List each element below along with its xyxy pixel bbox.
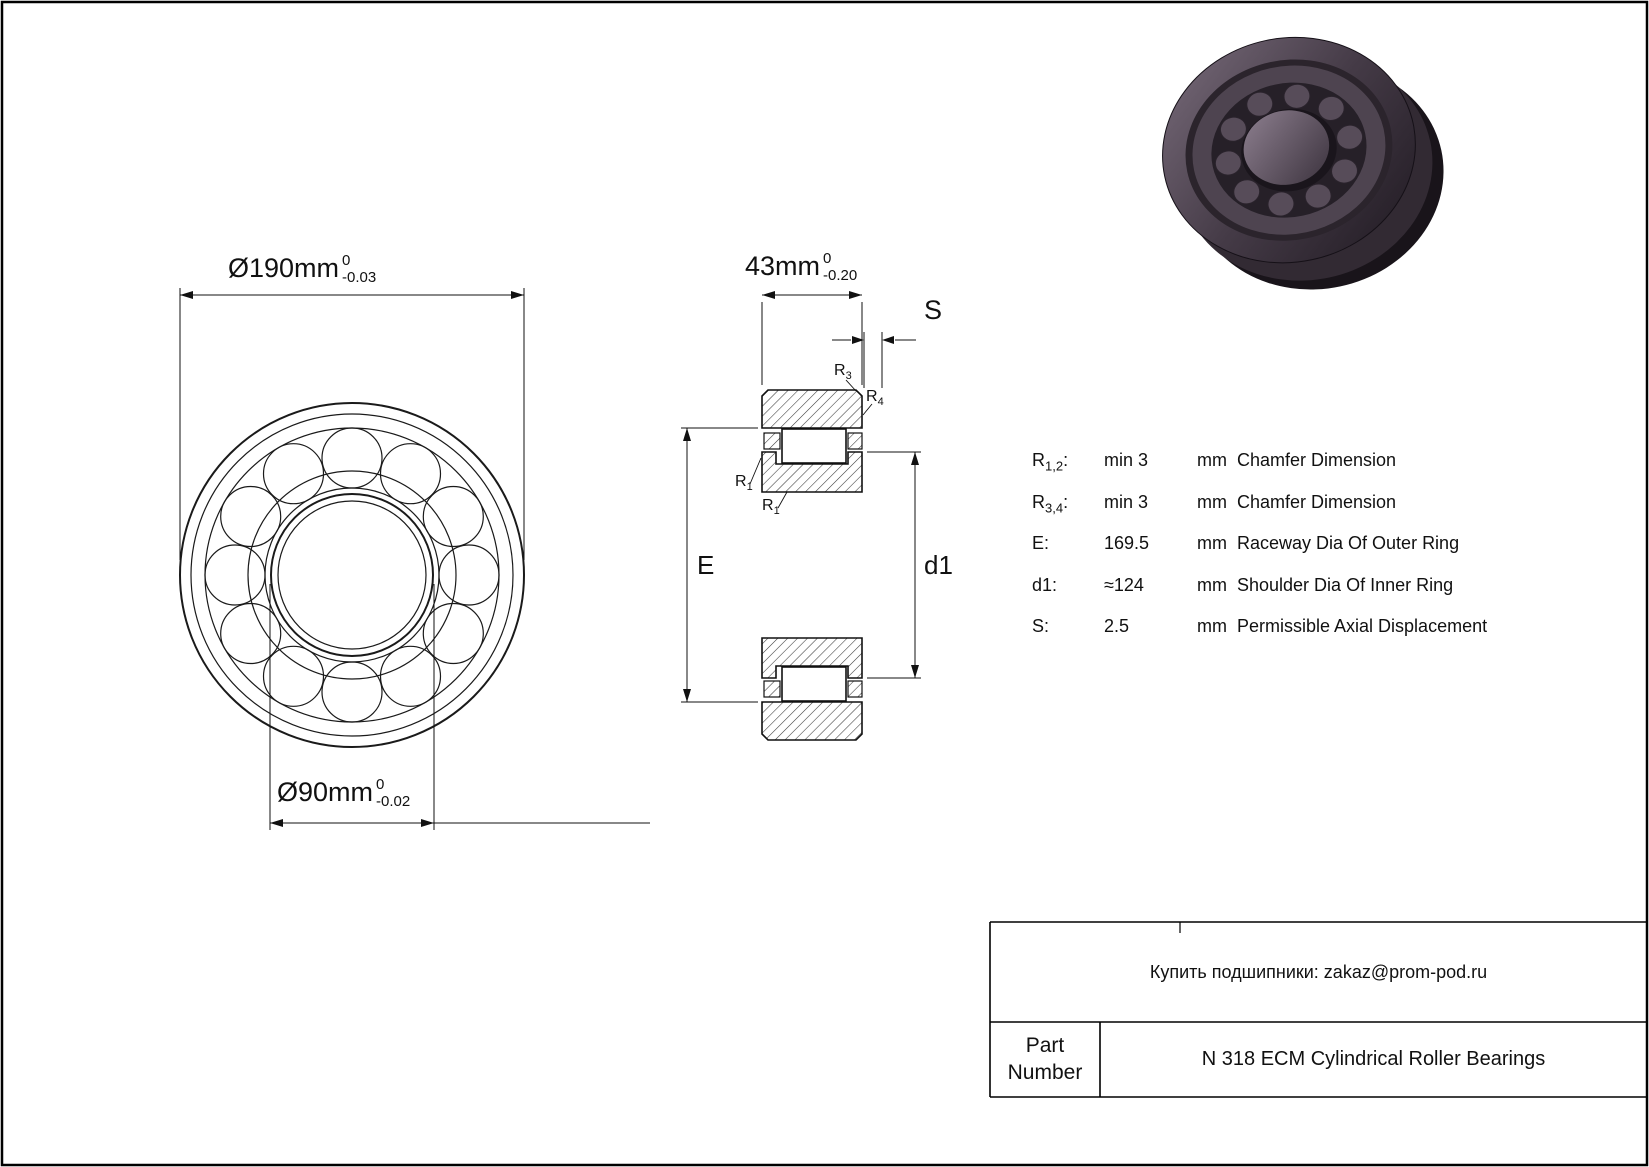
title-block-part-description: N 318 ECM Cylindrical Roller Bearings [1201, 1048, 1546, 1070]
spec-unit: mm [1197, 450, 1227, 470]
dim-width-value: 43mm [745, 251, 821, 281]
spec-description: Chamfer Dimension [1237, 450, 1397, 470]
dim-outer-diameter-tolerance: 0 -0.03 [342, 252, 376, 287]
roller-top-section [781, 428, 847, 464]
spec-description: Raceway Dia Of Outer Ring [1237, 533, 1460, 554]
spec-description: Chamfer Dimension [1237, 491, 1397, 512]
spec-table: R1,2: min 3 mm Chamfer Dimension R3,4: m… [1032, 450, 1552, 658]
spec-value: min 3 [1104, 491, 1149, 512]
spec-unit: mm [1197, 533, 1227, 554]
label-axial-displacement: S [924, 295, 943, 325]
spec-unit: mm [1197, 616, 1227, 637]
title-block-lines [989, 921, 1647, 1098]
inner-ring-top-section [761, 451, 863, 493]
title-block-contact: Купить подшипники: zakaz@prom-pod.ru [1149, 961, 1488, 982]
dim-bore-diameter: Ø90mm 0 -0.02 [277, 776, 410, 811]
tolerance-lower: -0.03 [342, 269, 377, 287]
spec-label: S: [1032, 616, 1050, 637]
tolerance-upper: 0 [342, 252, 351, 269]
spec-description: Shoulder Dia Of Inner Ring [1237, 574, 1454, 595]
label-r3: R3 [834, 362, 852, 383]
label-r4: R4 [866, 388, 884, 409]
dim-outer-diameter-value: Ø190mm [228, 253, 340, 283]
spec-value: min 3 [1104, 450, 1149, 470]
cage-top-left-section [763, 432, 781, 450]
bearing-3d-render [1162, 36, 1444, 290]
spec-description: Permissible Axial Displacement [1237, 616, 1488, 637]
dim-bore-diameter-value: Ø90mm [277, 777, 374, 807]
section-view [761, 389, 863, 741]
tolerance-upper: 0 [376, 776, 385, 793]
tolerance-upper: 0 [823, 250, 832, 267]
roller-bottom-section [781, 666, 847, 702]
bearing-3d-rollers [1214, 83, 1364, 217]
label-r1-lower: R1 [762, 497, 780, 518]
front-view [179, 402, 525, 748]
spec-unit: mm [1197, 491, 1227, 512]
spec-label: R3,4: [1032, 491, 1069, 516]
label-raceway-dia: E [697, 550, 715, 580]
tolerance-lower: -0.02 [376, 793, 411, 811]
label-shoulder-dia: d1 [924, 550, 953, 580]
dim-bore-diameter-tolerance: 0 -0.02 [376, 776, 410, 811]
spec-row-s: S: 2.5 mm Permissible Axial Displacement [1032, 616, 1552, 658]
cage-bottom-right-section [847, 680, 863, 698]
spec-label: d1: [1032, 574, 1058, 595]
label-r1-upper: R1 [735, 473, 753, 494]
spec-unit: mm [1197, 574, 1227, 595]
spec-row-e: E: 169.5 mm Raceway Dia Of Outer Ring [1032, 533, 1552, 575]
spec-label: R1,2: [1032, 450, 1069, 474]
dim-width: 43mm 0 -0.20 [745, 250, 857, 285]
outer-ring-bottom-section [761, 701, 863, 741]
spec-row-r12: R1,2: min 3 mm Chamfer Dimension [1032, 450, 1552, 492]
dim-width-tolerance: 0 -0.20 [823, 250, 857, 285]
dimension-lines [179, 288, 921, 830]
cage-bottom-left-section [763, 680, 781, 698]
inner-ring-bottom-section [761, 637, 863, 679]
spec-row-r34: R3,4: min 3 mm Chamfer Dimension [1032, 492, 1552, 534]
tolerance-lower: -0.20 [823, 267, 858, 285]
spec-value: 169.5 [1104, 533, 1150, 554]
dim-outer-diameter: Ø190mm 0 -0.03 [228, 252, 376, 287]
spec-label: E: [1032, 533, 1050, 554]
dimension-arrows [180, 291, 919, 827]
front-view-rollers [204, 427, 500, 723]
title-block-part-number-label: Part Number [1007, 1034, 1083, 1084]
outer-ring-top-section [761, 389, 863, 429]
cage-top-right-section [847, 432, 863, 450]
spec-value: ≈124 [1104, 574, 1144, 595]
spec-value: 2.5 [1104, 616, 1130, 637]
spec-row-d1: d1: ≈124 mm Shoulder Dia Of Inner Ring [1032, 575, 1552, 617]
